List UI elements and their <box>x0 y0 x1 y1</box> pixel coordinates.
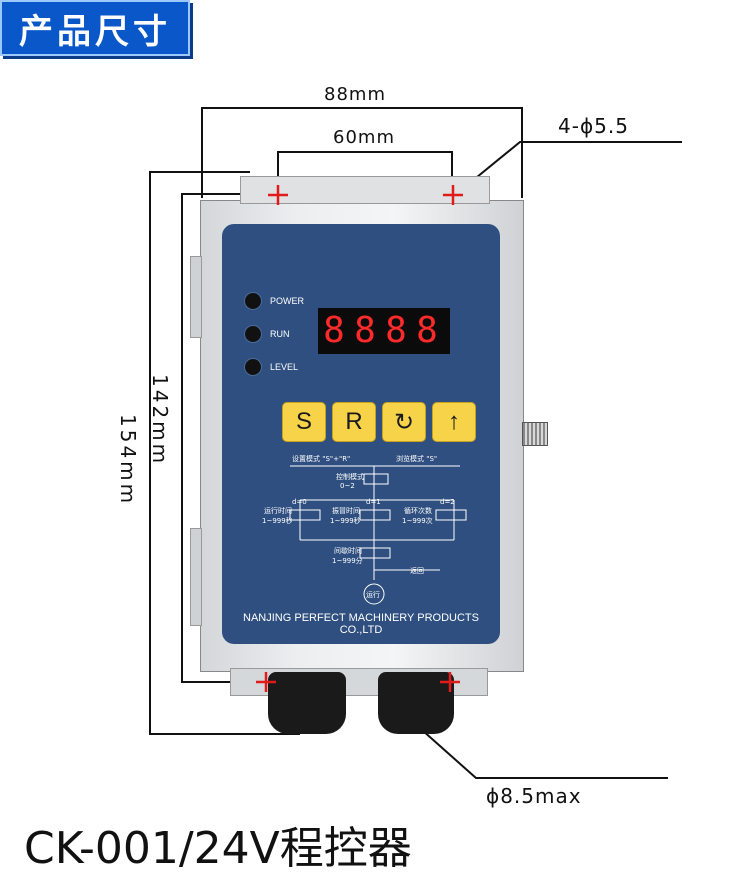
flow-control-range: 0~2 <box>340 482 355 490</box>
flow-return: 返回 <box>410 567 424 575</box>
left-hinge-top <box>190 256 202 338</box>
flow-pause-time: 间歇时间 <box>334 547 362 555</box>
left-hinge-bottom <box>190 528 202 626</box>
gland-label: ϕ8.5max <box>486 784 582 808</box>
gland-leader-line <box>421 729 668 779</box>
width-outer-line <box>201 107 523 198</box>
company-name: NANJING PERFECT MACHINERY PRODUCTS CO.,L… <box>243 612 479 636</box>
flow-d0: d=0 <box>292 498 307 506</box>
flow-vibrate-time: 振冒时间 <box>332 507 360 515</box>
cable-gland-left <box>268 672 346 734</box>
section-tag: 产品尺寸 <box>0 0 190 56</box>
side-knob <box>522 422 548 446</box>
display-digit: 8 <box>416 310 438 351</box>
led-display <box>318 308 450 354</box>
model-title: CK-001/24V程控器 <box>24 823 412 874</box>
height-outer-line <box>149 171 300 735</box>
top-bracket <box>240 176 490 204</box>
display-digit: 8 <box>354 310 376 351</box>
flow-vibrate-range: 1~999秒 <box>330 517 361 525</box>
flow-run-time: 运行时间 <box>264 507 292 515</box>
flow-run-range: 1~999秒 <box>262 517 293 525</box>
cycle-key[interactable]: ↻ <box>382 402 426 442</box>
height-holes-line <box>181 193 270 683</box>
width-holes-line <box>277 151 453 180</box>
level-led-label: LEVEL <box>270 362 299 372</box>
up-key[interactable]: ↑ <box>432 402 476 442</box>
display-digit: 8 <box>323 310 345 351</box>
flow-setup-mode: 设置模式 "S"+"R" <box>292 455 351 463</box>
run-led-label: RUN <box>270 329 290 339</box>
flow-running: 运行 <box>366 591 380 599</box>
r-key[interactable]: R <box>332 402 376 442</box>
flow-pause-range: 1~999分 <box>332 557 363 565</box>
s-key[interactable]: S <box>282 402 326 442</box>
flow-browse-mode: 浏览模式 "S" <box>396 455 438 463</box>
hole-spec-label: 4-ϕ5.5 <box>558 114 629 138</box>
flow-control-mode: 控制模式 <box>336 473 364 481</box>
level-led <box>244 358 262 376</box>
flow-d2: d=2 <box>440 498 455 506</box>
flow-cycle-count: 循环次数 <box>404 507 432 515</box>
power-led-label: POWER <box>270 296 305 306</box>
flow-cycle-range: 1~999次 <box>402 517 433 525</box>
power-led <box>244 292 262 310</box>
display-digit: 8 <box>385 310 407 351</box>
flow-d1: d=1 <box>366 498 381 506</box>
run-led <box>244 325 262 343</box>
width-outer-label: 88mm <box>324 84 386 105</box>
width-holes-label: 60mm <box>333 127 395 148</box>
